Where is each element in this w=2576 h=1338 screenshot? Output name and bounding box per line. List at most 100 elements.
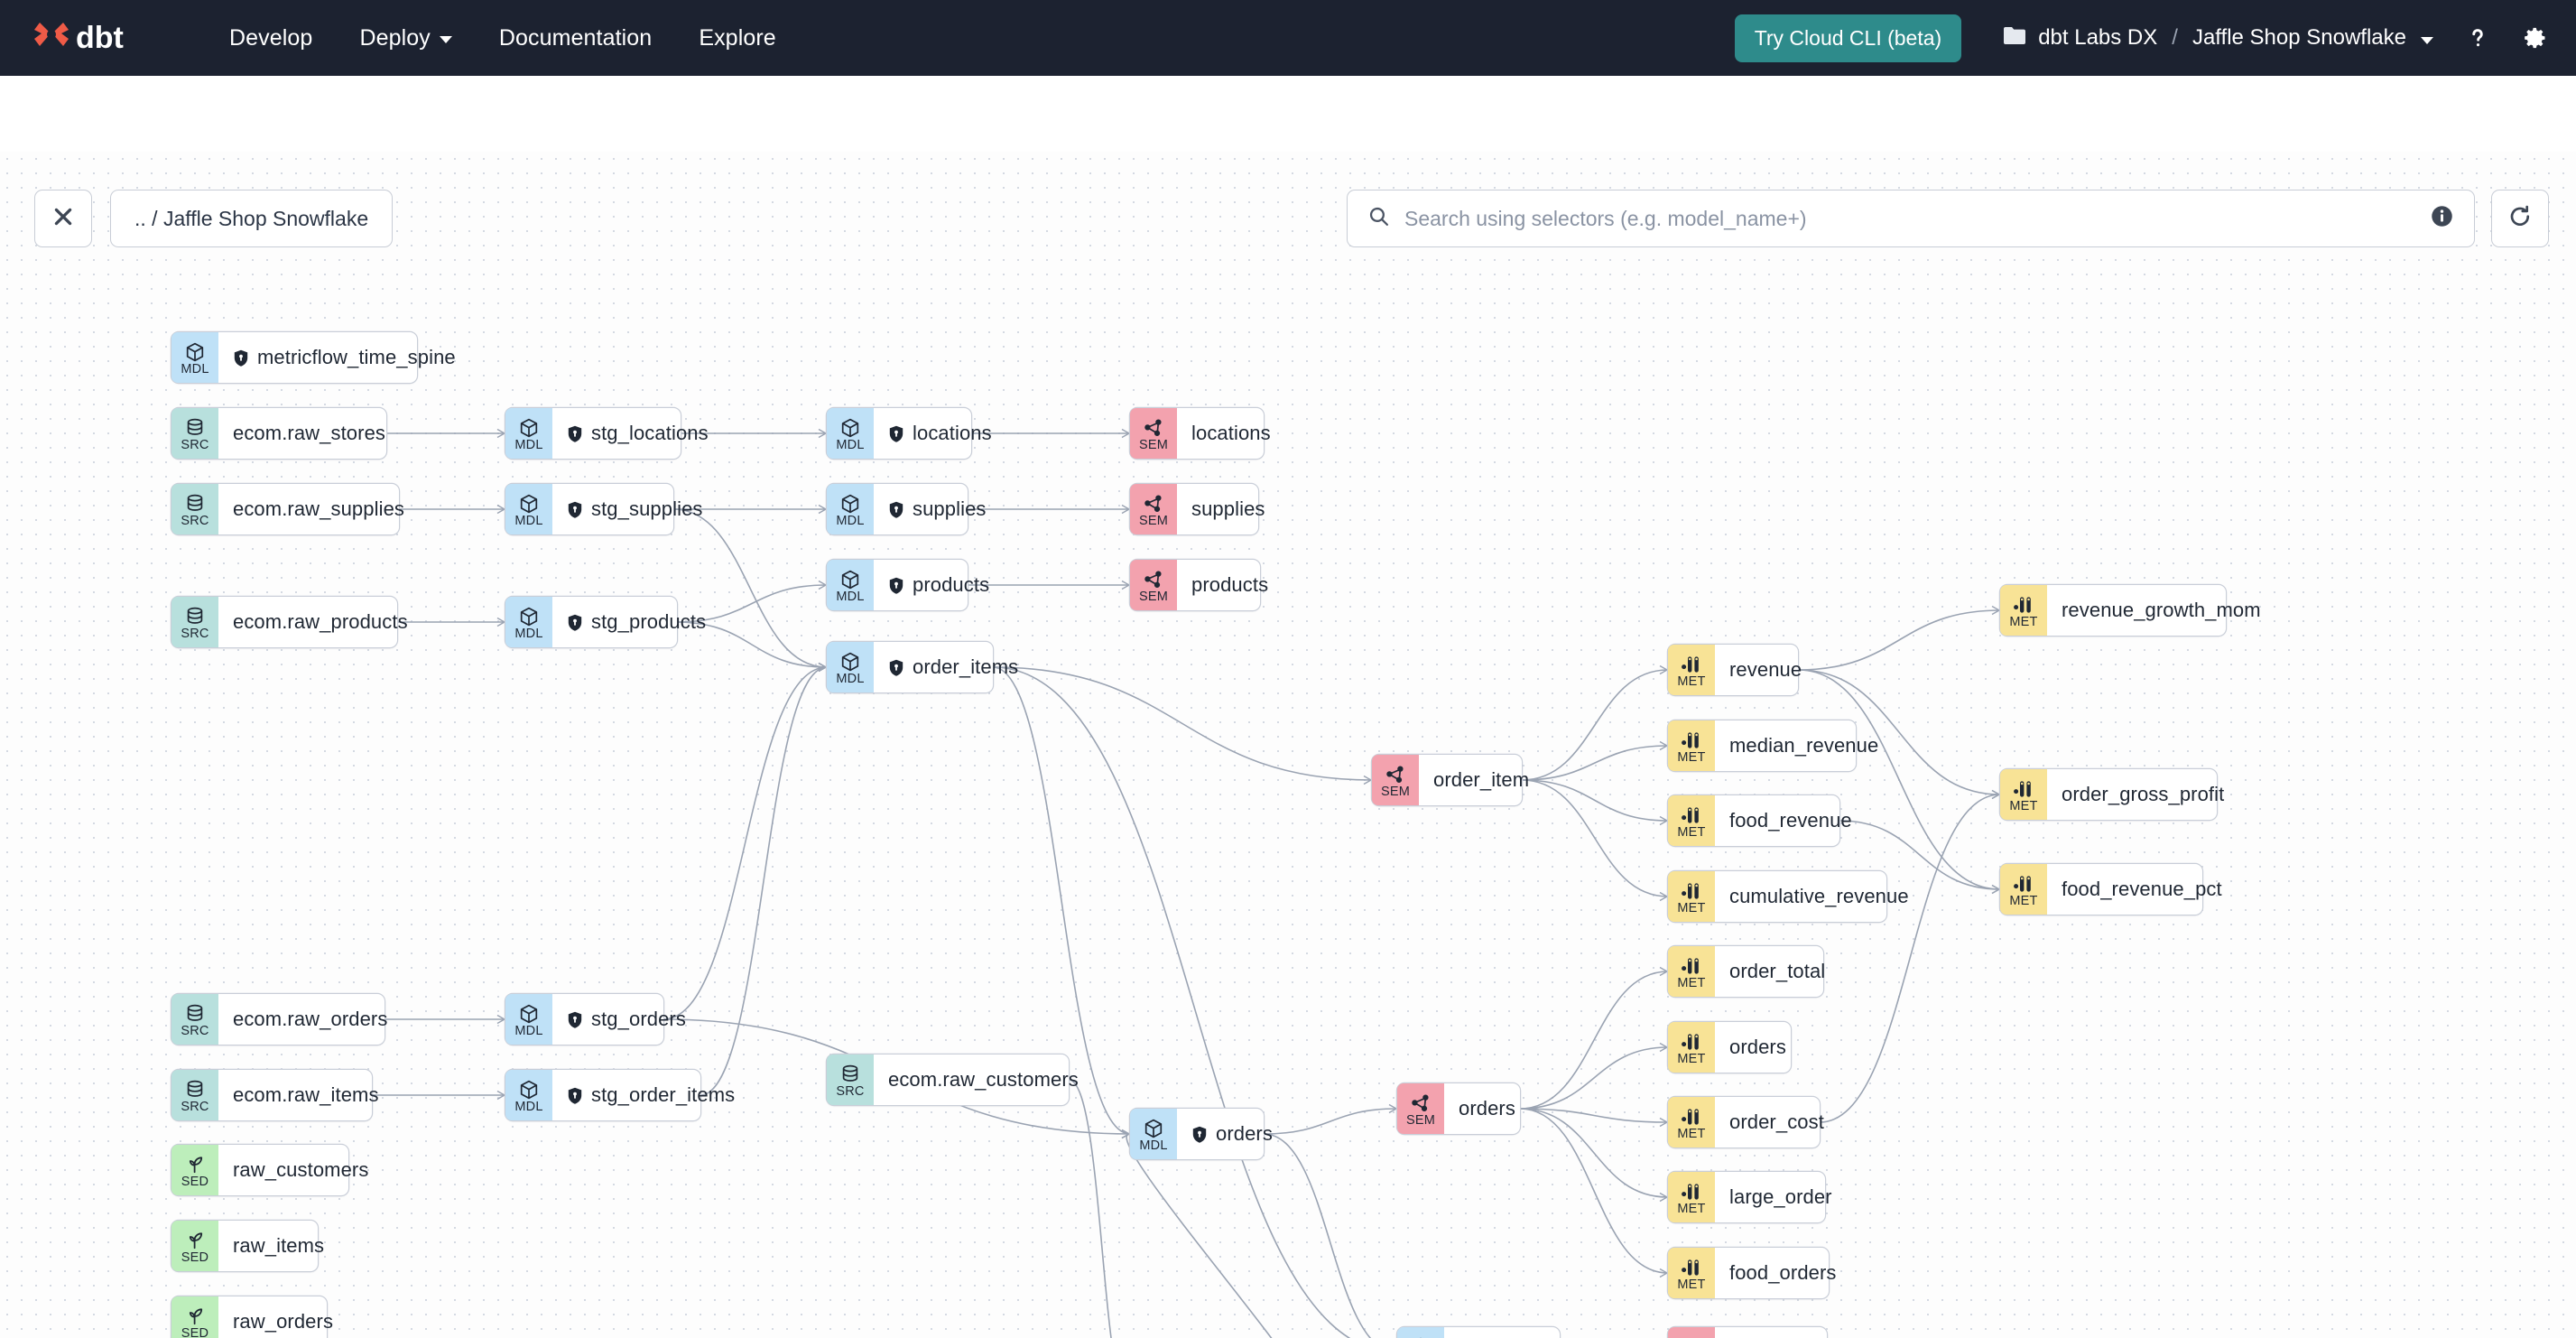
- edge-arrow: [496, 428, 506, 439]
- bar-chart-icon: [1681, 956, 1702, 976]
- search-input[interactable]: [1404, 206, 2415, 231]
- node-type-badge-met: MET: [1668, 795, 1715, 846]
- node-body: ecom.raw_orders: [218, 994, 403, 1045]
- search-bar[interactable]: [1347, 190, 2475, 247]
- seedling-icon: [184, 1306, 206, 1326]
- graph-node-sem_customers[interactable]: SEMcustomers: [1668, 1327, 1827, 1338]
- bar-chart-icon: [2013, 874, 2034, 894]
- node-type-badge-src: SRC: [171, 484, 218, 534]
- graph-node-mdl_customers[interactable]: MDLcustomers: [1397, 1327, 1560, 1338]
- node-type-label: SRC: [181, 1023, 209, 1038]
- node-label: products: [1191, 573, 1269, 596]
- node-type-badge-met: MET: [2000, 769, 2047, 820]
- graph-node-mdl_locations[interactable]: MDL locations: [827, 408, 992, 459]
- node-label: revenue_growth_mom: [2062, 599, 2261, 621]
- node-type-badge-mdl: MDL: [505, 1070, 552, 1120]
- node-label: products: [913, 573, 990, 596]
- edge-sem_order_item-to-met_food_revenue: [1521, 779, 1669, 822]
- node-body: products: [874, 560, 1005, 610]
- node-body: orders: [1177, 1109, 1289, 1159]
- node-body: food_revenue_pct: [2047, 864, 2238, 915]
- nav-link-develop[interactable]: Develop: [206, 16, 336, 60]
- node-type-label: MDL: [1139, 1138, 1168, 1153]
- nav-link-deploy[interactable]: Deploy: [336, 16, 475, 60]
- node-label: order_item: [1433, 768, 1530, 791]
- edge-sem_orders-to-met_orders: [1519, 1046, 1669, 1110]
- bar-chart-icon: [2013, 595, 2034, 615]
- database-icon: [184, 607, 206, 627]
- shield-icon: [1191, 1126, 1208, 1143]
- edge-arrow: [1388, 1103, 1398, 1114]
- refresh-button[interactable]: [2491, 190, 2549, 247]
- breadcrumb-button[interactable]: .. / Jaffle Shop Snowflake: [110, 190, 394, 247]
- node-type-label: MDL: [514, 626, 543, 641]
- try-cloud-cli-button[interactable]: Try Cloud CLI (beta): [1734, 14, 1962, 62]
- node-label: supplies: [913, 497, 987, 520]
- edge-arrow: [1121, 428, 1131, 439]
- node-label: median_revenue: [1729, 734, 1879, 757]
- shield-icon: [567, 425, 583, 442]
- gear-icon[interactable]: [2522, 24, 2549, 51]
- node-body: order_cost: [1715, 1097, 1840, 1148]
- question-mark-icon[interactable]: [2464, 24, 2491, 51]
- graph-nodes-icon: [1385, 765, 1406, 785]
- close-button[interactable]: [34, 190, 92, 247]
- edge-mdl_order_items-to-mdl_orders: [992, 666, 1131, 1135]
- dbt-logo-icon[interactable]: dbt: [32, 17, 150, 59]
- cube-icon: [184, 342, 206, 362]
- node-body: orders: [1715, 1022, 1802, 1073]
- edge-arrow: [1659, 815, 1669, 826]
- node-label: locations: [913, 422, 992, 444]
- project-breadcrumb[interactable]: dbt Labs DX / Jaffle Shop Snowflake: [2003, 25, 2433, 51]
- edge-arrow: [818, 428, 828, 439]
- bar-chart-icon: [1681, 1182, 1702, 1202]
- node-type-label: MDL: [836, 437, 865, 452]
- info-icon[interactable]: [2430, 204, 2454, 233]
- nav-link-explore[interactable]: Explore: [675, 16, 799, 60]
- node-body: locations: [1177, 408, 1287, 459]
- cube-icon: [839, 494, 861, 514]
- edge-arrow: [1659, 740, 1669, 751]
- node-type-label: MET: [1677, 1277, 1706, 1292]
- node-label: stg_supplies: [591, 497, 703, 520]
- nav-link-documentation[interactable]: Documentation: [476, 16, 675, 60]
- nav-link-explore-label: Explore: [699, 24, 776, 51]
